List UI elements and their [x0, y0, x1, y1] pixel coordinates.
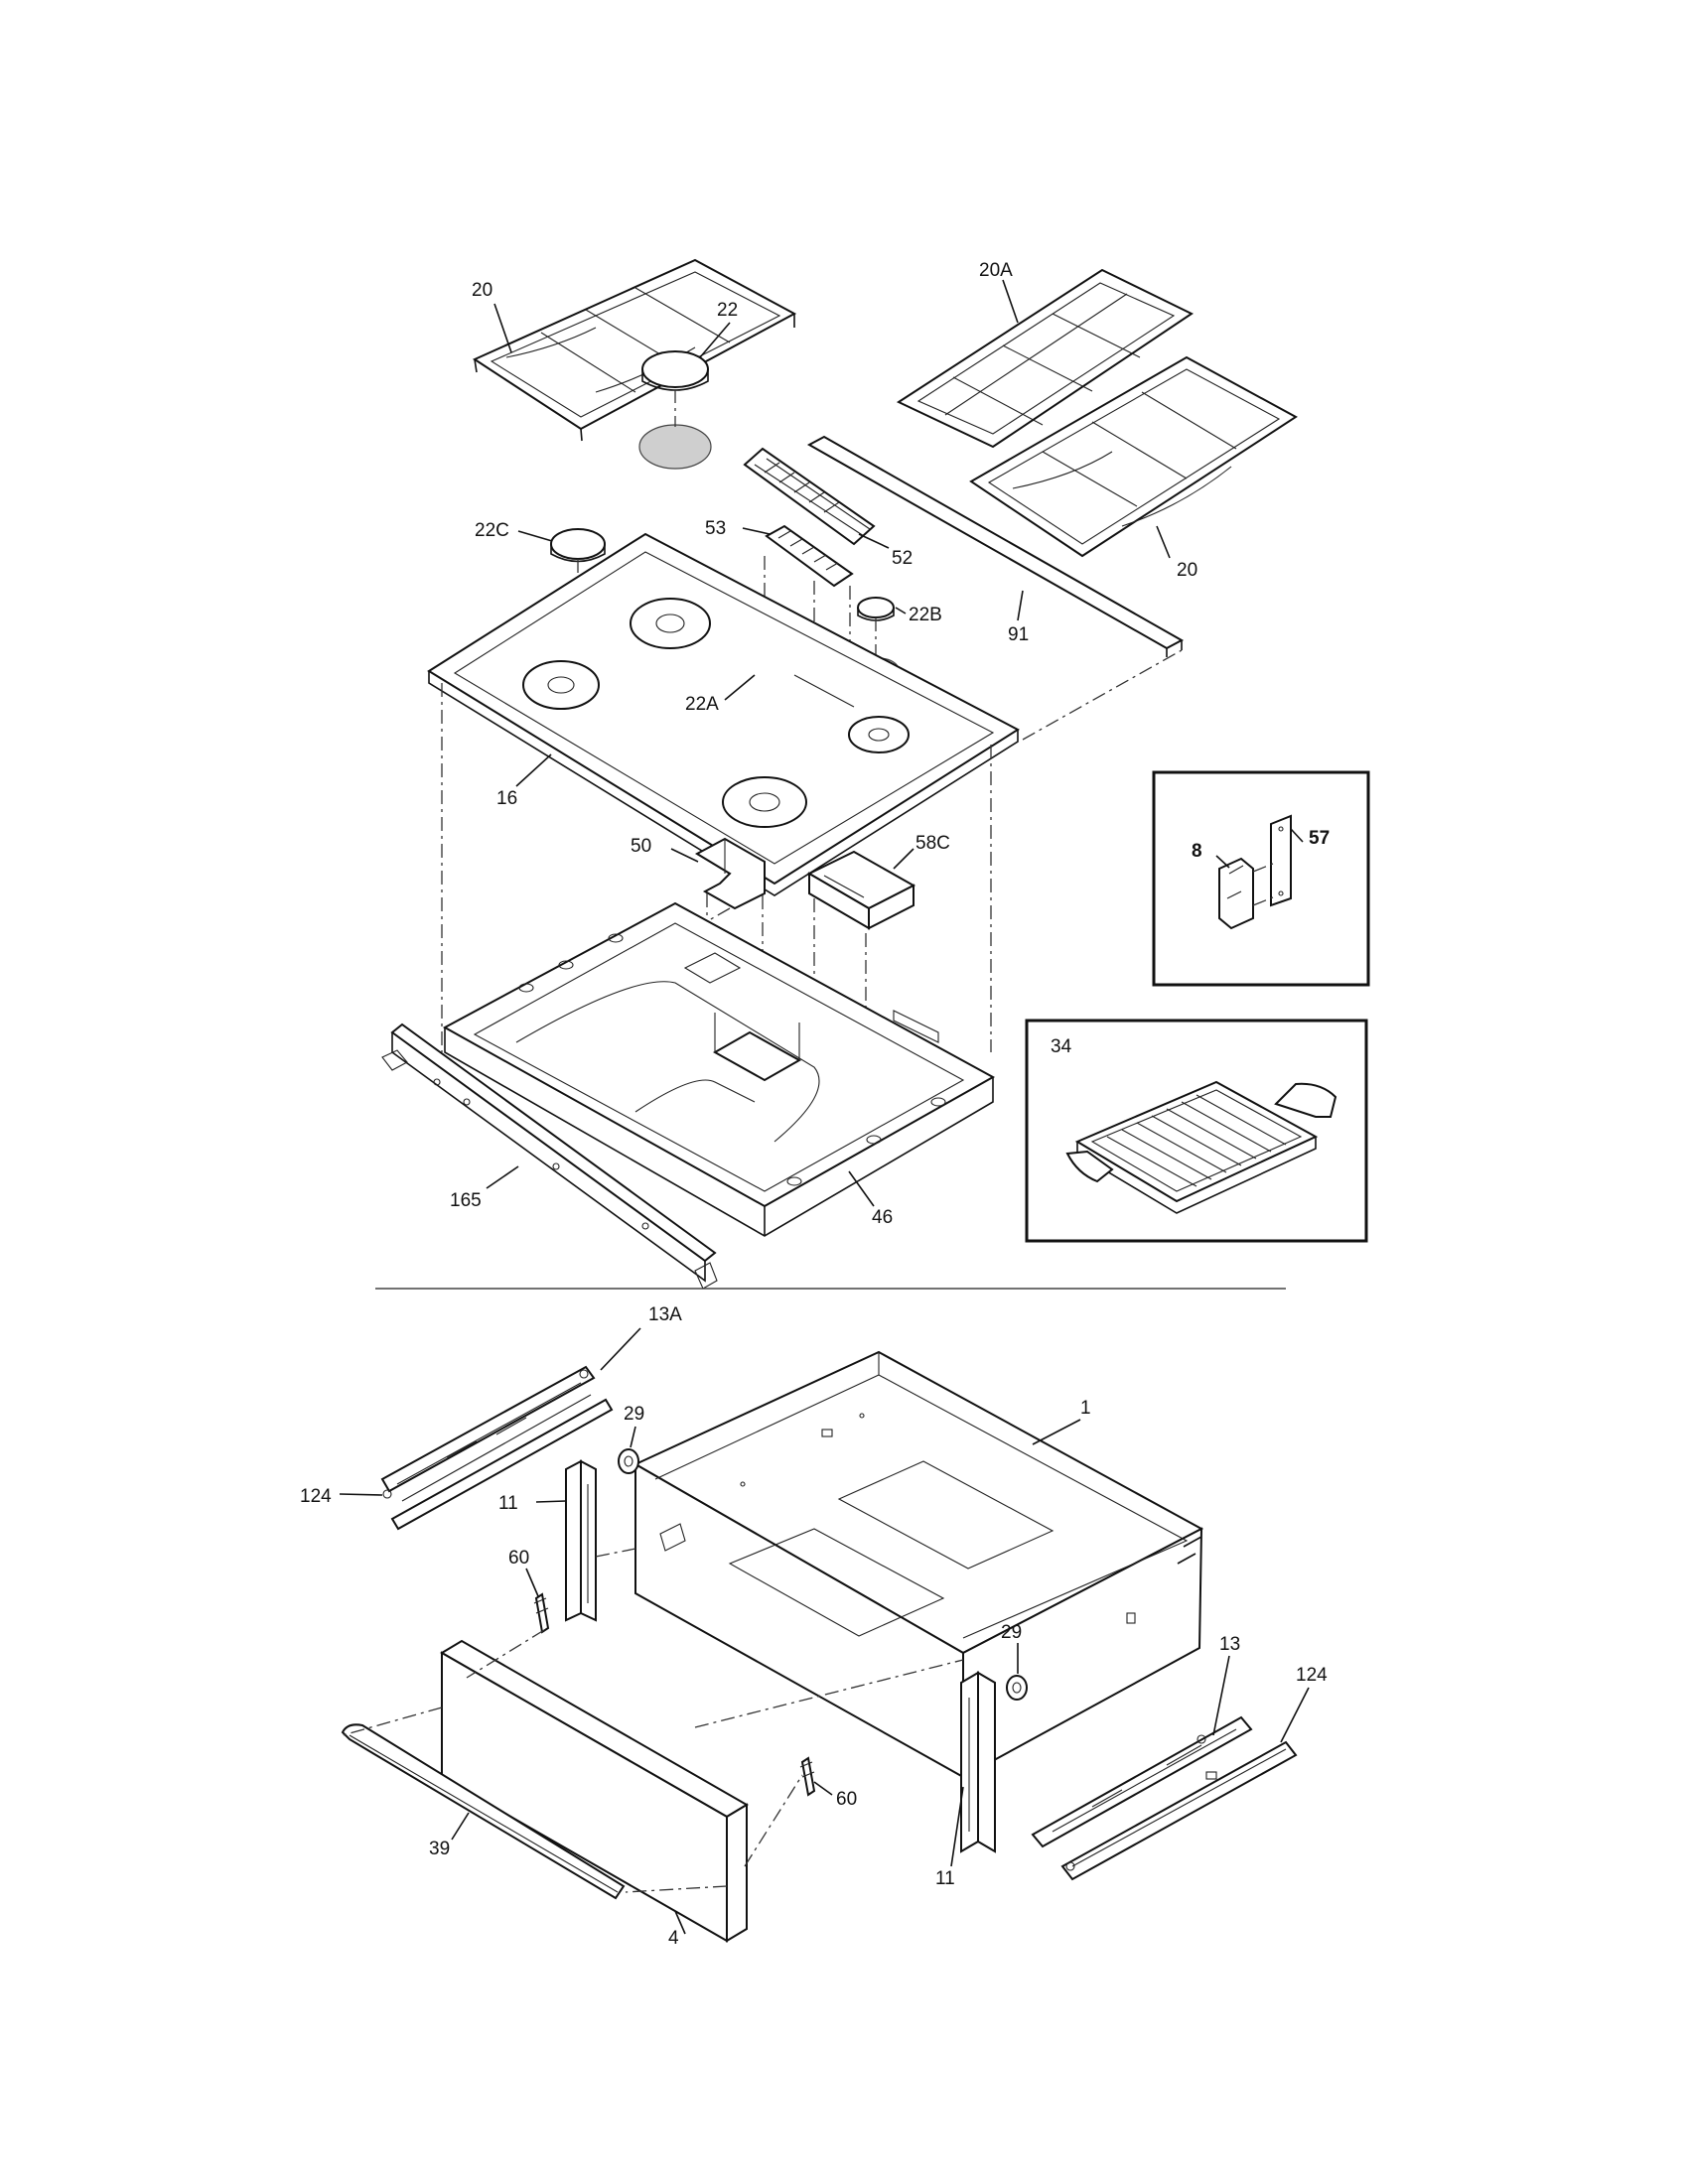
label-slide-124-left: 124 — [300, 1486, 332, 1507]
burner-grate-left — [472, 258, 797, 442]
center-plate-53 — [765, 524, 854, 588]
bumper-29-lower — [1006, 1675, 1028, 1701]
label-bumper-29-top: 29 — [624, 1404, 644, 1425]
label-slide-124-right: 124 — [1296, 1665, 1328, 1686]
burner-grate-right — [969, 355, 1298, 558]
burner-grate-middle — [896, 268, 1194, 449]
bracket-11-left — [565, 1459, 597, 1622]
label-bracket-11-left: 11 — [498, 1493, 518, 1514]
label-grate-20a: 20A — [979, 260, 1013, 281]
label-chassis-46: 46 — [872, 1207, 893, 1228]
burner-cap-22c — [550, 528, 606, 563]
upper-leader-lines — [486, 279, 1171, 1207]
center-grate-52 — [743, 447, 876, 546]
label-plate-53: 53 — [705, 518, 726, 539]
label-cap-22a: 22A — [685, 694, 719, 715]
label-cap-22b: 22B — [909, 605, 942, 625]
lower-leader-lines — [339, 1327, 1310, 1935]
label-handle-39: 39 — [429, 1839, 450, 1859]
burner-cap-22 — [641, 350, 709, 391]
label-bumper-29-lower: 29 — [1001, 1622, 1022, 1643]
label-drawer-front-4: 4 — [668, 1928, 679, 1949]
label-bracket-50: 50 — [631, 836, 651, 857]
label-bracket-11-right: 11 — [935, 1868, 955, 1889]
label-slide-13: 13 — [1219, 1634, 1240, 1655]
label-griddle-34: 34 — [1051, 1036, 1072, 1057]
label-screw-60-lower: 60 — [836, 1789, 857, 1810]
front-rail-165 — [381, 1023, 718, 1290]
drawer-slide-13a — [380, 1365, 614, 1531]
label-component-58c: 58C — [915, 833, 950, 854]
label-ignitor-8: 8 — [1192, 841, 1202, 862]
label-slide-13a: 13A — [648, 1304, 682, 1325]
label-cap-22c: 22C — [475, 520, 509, 541]
inset-box-griddle: 34 — [1025, 1019, 1368, 1243]
drawer-slide-124-right — [1060, 1740, 1298, 1881]
chassis-46 — [442, 901, 996, 1237]
label-screw-60-upper: 60 — [508, 1548, 529, 1569]
bracket-50 — [694, 837, 766, 910]
label-grate-20-right: 20 — [1177, 560, 1197, 581]
component-58c — [806, 850, 916, 930]
label-grate-52: 52 — [892, 548, 913, 569]
label-cooktop-16: 16 — [496, 788, 517, 809]
label-drawer-1: 1 — [1080, 1398, 1091, 1419]
burner-cap-22b — [857, 597, 895, 621]
label-rail-165: 165 — [450, 1190, 482, 1211]
label-cap-22: 22 — [717, 300, 738, 321]
drawer-body-1 — [633, 1350, 1204, 1779]
label-trim-91: 91 — [1008, 624, 1029, 645]
drawer-handle-39 — [341, 1723, 626, 1900]
screw-60-upper — [533, 1592, 550, 1634]
drawer-slide-13 — [1031, 1715, 1253, 1848]
inset-box-ignition: 8 57 — [1152, 770, 1370, 987]
cooktop-16 — [427, 532, 1020, 896]
rear-trim-91 — [806, 435, 1185, 657]
bumper-29-top — [618, 1448, 639, 1474]
bracket-11-right — [960, 1671, 996, 1853]
drawer-front-4 — [440, 1639, 749, 1943]
label-grate-20-left: 20 — [472, 280, 492, 301]
label-bracket-57: 57 — [1309, 828, 1330, 849]
screw-60-lower — [799, 1756, 816, 1797]
